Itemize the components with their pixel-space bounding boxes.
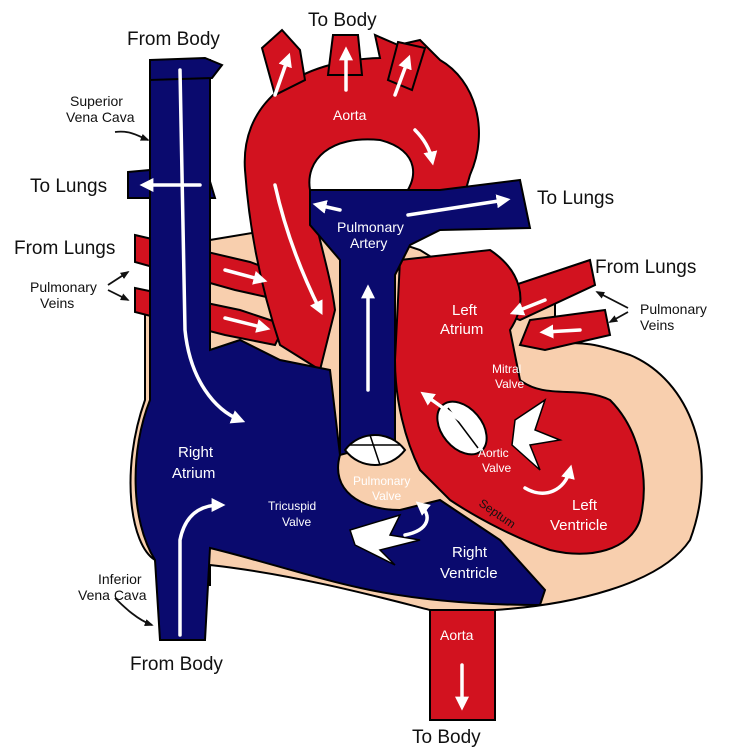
mitral-valve-label-2: Valve [495, 377, 524, 391]
pulmonary-artery-label-1: Pulmonary [337, 219, 404, 235]
inferior-vena-cava-label-2: Vena Cava [78, 587, 147, 603]
superior-vena-cava-label-1: Superior [70, 93, 123, 109]
superior-vena-cava-label-2: Vena Cava [66, 109, 135, 125]
mitral-valve-label-1: Mitral [492, 362, 521, 376]
from-body-bottom-label: From Body [130, 654, 223, 675]
pulmonary-veins-left-label-2: Veins [40, 295, 74, 311]
aorta-bottom-label: Aorta [440, 627, 474, 643]
left-ventricle-label-2: Ventricle [550, 517, 608, 534]
pulmonary-veins-left-label-1: Pulmonary [30, 279, 97, 295]
svc-top-cap [150, 58, 222, 80]
aorta-top-label: Aorta [333, 107, 367, 123]
left-ventricle-label-1: Left [572, 497, 598, 514]
pulmonary-veins-right-label-2: Veins [640, 317, 674, 333]
inferior-vena-cava-label-1: Inferior [98, 571, 142, 587]
from-body-top-label: From Body [127, 29, 220, 50]
pv-right-arrow-2 [545, 330, 580, 332]
right-ventricle-label-2: Ventricle [440, 565, 498, 582]
right-atrium-label-2: Atrium [172, 465, 215, 482]
right-atrium-label-1: Right [178, 444, 214, 461]
aortic-valve-label-1: Aortic [478, 446, 509, 460]
pulmonary-veins-right-label-1: Pulmonary [640, 301, 707, 317]
pulmonary-valve-label-2: Valve [372, 489, 401, 503]
aortic-valve-label-2: Valve [482, 461, 511, 475]
from-lungs-right-label: From Lungs [595, 257, 696, 278]
to-body-top-label: To Body [308, 10, 377, 31]
to-lungs-left-label: To Lungs [30, 176, 107, 197]
to-body-bottom-label: To Body [412, 727, 481, 748]
pulmonary-artery-label-2: Artery [350, 235, 387, 251]
from-lungs-left-label: From Lungs [14, 238, 115, 259]
tricuspid-valve-label-2: Valve [282, 515, 311, 529]
pulmonary-valve-label-1: Pulmonary [353, 474, 410, 488]
tricuspid-valve-label-1: Tricuspid [268, 499, 316, 513]
to-lungs-right-label: To Lungs [537, 188, 614, 209]
left-atrium-label-1: Left [452, 302, 478, 319]
right-ventricle-label-1: Right [452, 544, 488, 561]
left-atrium-label-2: Atrium [440, 321, 483, 338]
